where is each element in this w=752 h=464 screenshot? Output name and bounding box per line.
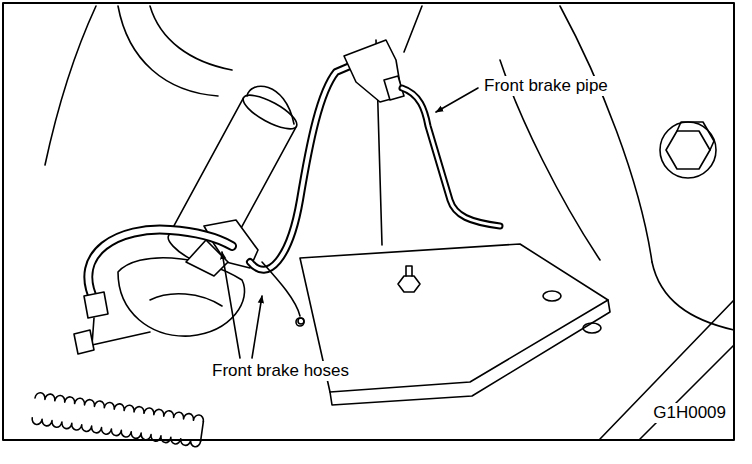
- leader-line: [436, 88, 478, 112]
- brake-hose: [88, 230, 232, 302]
- body-panel-line: [118, 6, 218, 96]
- brake-pipe: [402, 88, 500, 226]
- strut-cap: [239, 89, 301, 135]
- body-panel-line: [600, 300, 734, 439]
- brake-hose: [250, 66, 350, 270]
- caliper-line: [92, 318, 150, 345]
- brake-pipe: [402, 88, 500, 226]
- shaft-boot: [201, 422, 204, 442]
- shaft-boot: [31, 418, 200, 448]
- brake-hose: [250, 66, 350, 270]
- part-label: Front brake pipe: [482, 76, 610, 96]
- body-panel-line: [560, 6, 652, 262]
- stud: [406, 266, 412, 276]
- figure-code: G1H0009: [651, 403, 728, 423]
- shaft-boot: [35, 392, 204, 422]
- strut-cap: [247, 86, 294, 124]
- hose-fitting: [84, 292, 108, 318]
- plate-hole: [543, 291, 561, 301]
- bolt-head: [666, 131, 710, 169]
- figure-frame: [3, 3, 734, 440]
- bolt-head: [677, 122, 714, 150]
- sensor-wire-end: [298, 318, 304, 324]
- bolt-washer: [660, 122, 716, 178]
- sensor-wire: [262, 262, 300, 316]
- plate-hole: [583, 323, 601, 333]
- plate-hole: [296, 318, 304, 326]
- body-panel-line: [404, 6, 422, 52]
- banjo-bolt: [74, 330, 94, 354]
- knuckle-detail: [150, 294, 222, 306]
- leader-line: [222, 252, 240, 358]
- leader-line: [252, 296, 262, 358]
- nut: [398, 276, 420, 292]
- body-panel-line: [45, 6, 96, 165]
- lower-plate-edge: [330, 300, 610, 405]
- part-label: Front brake hoses: [210, 361, 351, 381]
- body-panel-line: [150, 6, 232, 70]
- brake-hose: [88, 230, 232, 302]
- body-panel-line: [640, 345, 734, 439]
- body-panel-line: [652, 262, 734, 330]
